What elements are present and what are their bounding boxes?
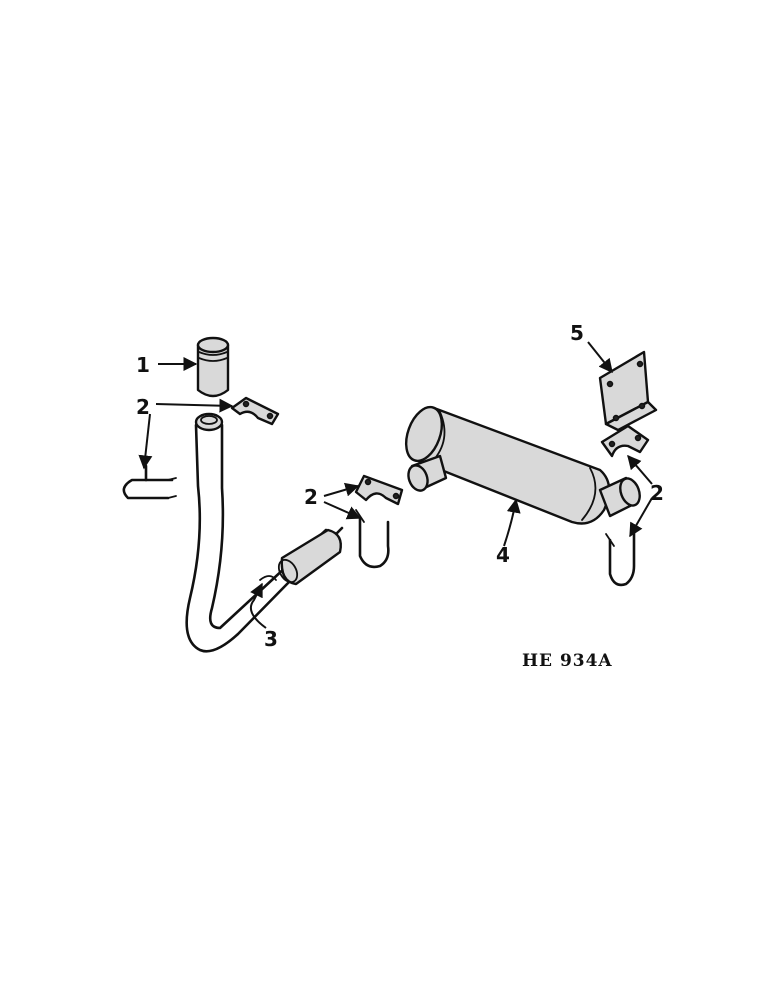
part-1-exhaust-cap	[196, 336, 230, 398]
part-2-clamp-saddle-middle	[354, 474, 404, 506]
part-2-clamp-saddle-right	[600, 424, 650, 458]
callout-3: 3	[264, 627, 278, 651]
callout-2-middle: 2	[304, 485, 318, 509]
leader-lines	[138, 341, 653, 629]
part-2-clamp-saddle-upper	[230, 396, 280, 426]
part-3-pipe-sleeve	[277, 528, 342, 586]
callout-1: 1	[136, 353, 150, 377]
part-3-exhaust-pipe	[185, 412, 344, 653]
part-2-u-bolt-middle	[355, 509, 390, 569]
callout-2-upper-left: 2	[136, 395, 150, 419]
part-2-u-bolt-right	[605, 524, 636, 587]
callout-2-right: 2	[650, 481, 664, 505]
part-5-mounting-bracket	[598, 350, 658, 432]
callout-5: 5	[570, 321, 584, 345]
part-2-u-bolt-left	[122, 464, 177, 500]
callout-4: 4	[496, 543, 510, 567]
figure-code: HE 934A	[522, 651, 613, 671]
part-4-muffler	[404, 405, 641, 525]
